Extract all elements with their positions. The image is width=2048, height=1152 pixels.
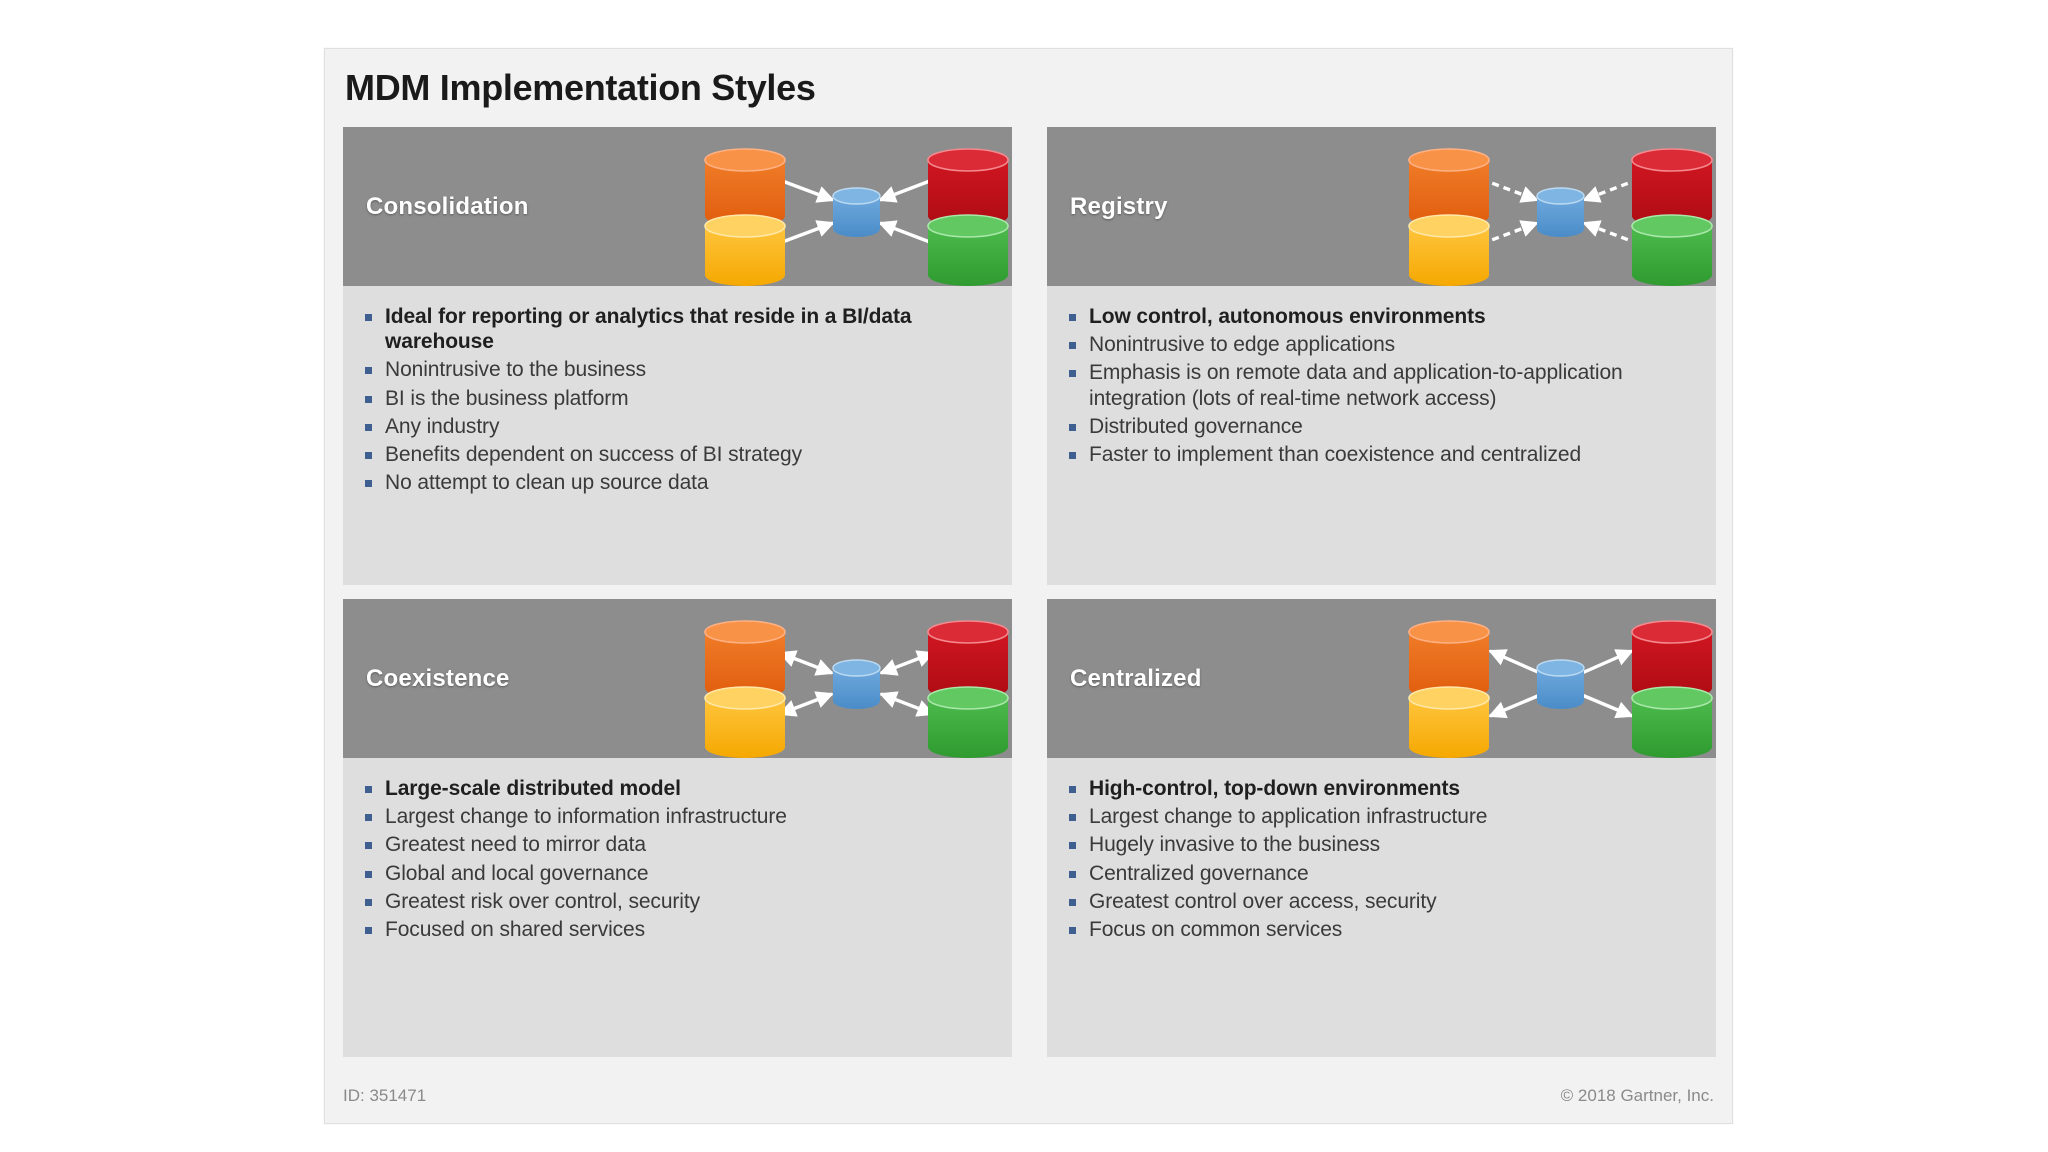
- bullet-item: Global and local governance: [359, 861, 996, 886]
- bullet-list-registry: Low control, autonomous environments Non…: [1063, 304, 1700, 467]
- bullet-item: Emphasis is on remote data and applicati…: [1063, 360, 1700, 410]
- bullet-item: Largest change to information infrastruc…: [359, 804, 996, 829]
- slide-card: MDM Implementation Styles Consolidation: [324, 48, 1733, 1124]
- panel-consolidation[interactable]: Consolidation: [343, 127, 1012, 585]
- footer-id-label: ID: 351471: [343, 1086, 427, 1105]
- bullet-item: Greatest risk over control, security: [359, 889, 996, 914]
- panel-body-coexistence: Large-scale distributed model Largest ch…: [343, 758, 1012, 1057]
- bullet-item: Ideal for reporting or analytics that re…: [359, 304, 996, 354]
- bullet-item: No attempt to clean up source data: [359, 470, 996, 495]
- bullet-item: Focused on shared services: [359, 917, 996, 942]
- bullet-item: Largest change to application infrastruc…: [1063, 804, 1700, 829]
- hub-spoke-diagram-coexistence: [704, 620, 1009, 758]
- bullet-item: Nonintrusive to the business: [359, 357, 996, 382]
- hub-spoke-diagram-consolidation: [704, 148, 1009, 286]
- quadrant-grid: Consolidation: [343, 127, 1716, 1057]
- bullet-item: Focus on common services: [1063, 917, 1700, 942]
- bullet-item: Centralized governance: [1063, 861, 1700, 886]
- hub-spoke-diagram-registry: [1408, 148, 1713, 286]
- bullet-item: Greatest control over access, security: [1063, 889, 1700, 914]
- bullet-item: BI is the business platform: [359, 386, 996, 411]
- bullet-item: Large-scale distributed model: [359, 776, 996, 801]
- panel-header-consolidation: Consolidation: [343, 127, 1012, 286]
- panel-coexistence[interactable]: Coexistence: [343, 599, 1012, 1057]
- bullet-item: High-control, top-down environments: [1063, 776, 1700, 801]
- bullet-list-coexistence: Large-scale distributed model Largest ch…: [359, 776, 996, 942]
- footer-copyright: © 2018 Gartner, Inc.: [1560, 1086, 1714, 1105]
- hub-spoke-diagram-centralized: [1408, 620, 1713, 758]
- panel-title-registry: Registry: [1070, 192, 1168, 220]
- bullet-item: Hugely invasive to the business: [1063, 832, 1700, 857]
- panel-header-centralized: Centralized: [1047, 599, 1716, 758]
- panel-title-consolidation: Consolidation: [366, 192, 529, 220]
- panel-header-registry: Registry: [1047, 127, 1716, 286]
- bullet-item: Faster to implement than coexistence and…: [1063, 442, 1700, 467]
- panel-registry[interactable]: Registry: [1047, 127, 1716, 585]
- bullet-item: Low control, autonomous environments: [1063, 304, 1700, 329]
- panel-centralized[interactable]: Centralized: [1047, 599, 1716, 1057]
- panel-title-coexistence: Coexistence: [366, 664, 510, 692]
- panel-title-centralized: Centralized: [1070, 664, 1202, 692]
- bullet-item: Any industry: [359, 414, 996, 439]
- bullet-item: Nonintrusive to edge applications: [1063, 332, 1700, 357]
- bullet-item: Distributed governance: [1063, 414, 1700, 439]
- page-title: MDM Implementation Styles: [345, 67, 816, 108]
- bullet-list-consolidation: Ideal for reporting or analytics that re…: [359, 304, 996, 495]
- slide-footer: ID: 351471 © 2018 Gartner, Inc.: [343, 1083, 1714, 1109]
- bullet-item: Greatest need to mirror data: [359, 832, 996, 857]
- bullet-item: Benefits dependent on success of BI stra…: [359, 442, 996, 467]
- panel-header-coexistence: Coexistence: [343, 599, 1012, 758]
- panel-body-registry: Low control, autonomous environments Non…: [1047, 286, 1716, 585]
- bullet-list-centralized: High-control, top-down environments Larg…: [1063, 776, 1700, 942]
- panel-body-consolidation: Ideal for reporting or analytics that re…: [343, 286, 1012, 585]
- panel-body-centralized: High-control, top-down environments Larg…: [1047, 758, 1716, 1057]
